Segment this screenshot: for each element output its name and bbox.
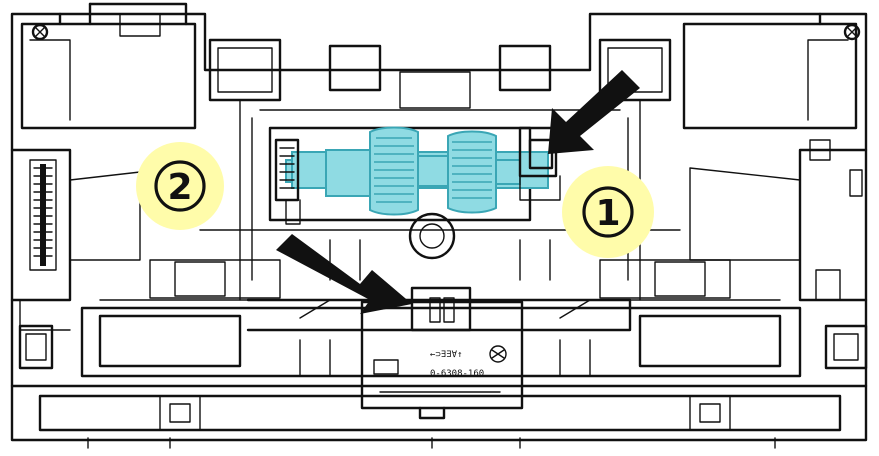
callout-badge-2: 2: [136, 142, 224, 230]
roller-hub: [408, 212, 456, 260]
part-label-line2: 0-6308-160: [430, 369, 484, 379]
arrow-icon: [276, 234, 412, 314]
lower-cover: [10, 298, 868, 432]
part-label-line1: ←⊃∃∃∀↑: [430, 350, 463, 360]
roller-latch: [518, 126, 561, 201]
arrow-icon: [548, 70, 640, 154]
pickup-roller: [285, 126, 549, 216]
callout-label-1: 1: [595, 193, 620, 234]
callout-badge-1: 1: [562, 166, 654, 258]
roller-bracket-left: [274, 138, 301, 225]
screw-icon: [31, 23, 49, 41]
screw-icon: [843, 23, 861, 41]
part-label-plate: [87, 286, 776, 449]
callout-label-2: 2: [167, 167, 192, 208]
gear-icon: [29, 159, 57, 271]
